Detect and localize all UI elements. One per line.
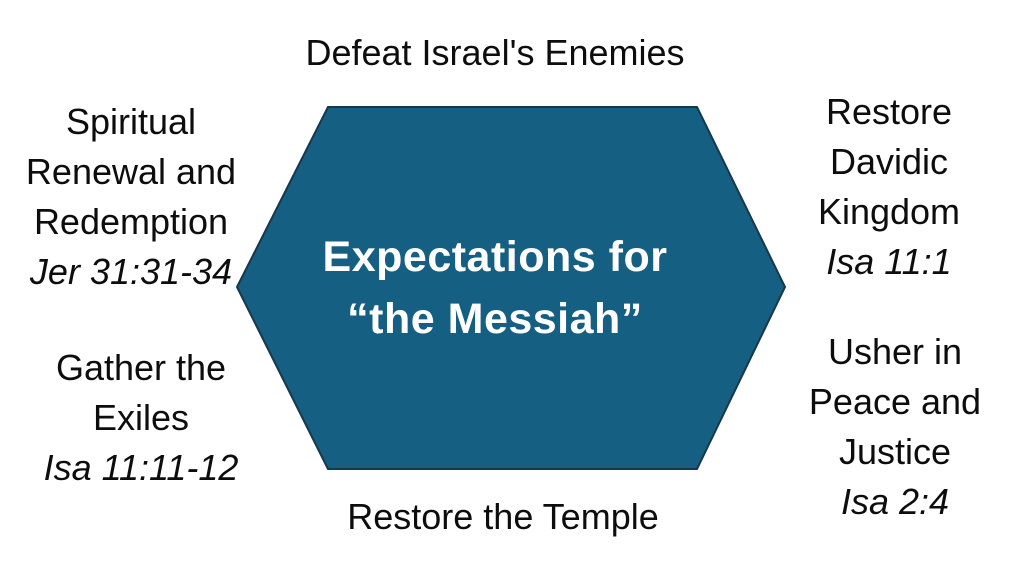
label-defeat-enemies: Defeat Israel's Enemies [240,28,750,78]
scripture-ref: Isa 11:11-12 [43,447,239,488]
label-line: Kingdom [817,191,961,232]
label-line: Restore the Temple [347,496,659,537]
label-restore-temple: Restore the Temple [248,492,758,542]
scripture-ref: Isa 2:4 [840,481,950,522]
scripture-ref: Isa 11:1 [826,241,952,282]
scripture-ref: Jer 31:31-34 [29,251,233,292]
label-line: Peace and [808,381,982,422]
label-peace-justice: Usher in Peace and Justice Isa 2:4 [773,327,1017,527]
label-gather-exiles: Gather the Exiles Isa 11:11-12 [0,343,282,493]
label-line: Justice [838,431,952,472]
hexagon-title-line-2: “the Messiah” [347,295,643,343]
label-line: Restore [825,91,953,132]
label-line: Exiles [92,397,190,438]
label-line: Gather the [55,347,227,388]
label-restore-kingdom: Restore Davidic Kingdom Isa 11:1 [768,87,1010,287]
hexagon-polygon [235,106,787,470]
hexagon-title: Expectations for “the Messiah” [245,226,745,350]
hexagon-title-line-1: Expectations for [322,233,668,281]
label-line: Renewal and [25,151,237,192]
label-line: Redemption [33,201,229,242]
label-line: Usher in [827,331,963,372]
label-line: Defeat Israel's Enemies [305,32,685,73]
label-spiritual-renewal: Spiritual Renewal and Redemption Jer 31:… [0,97,262,297]
label-line: Spiritual [65,101,197,142]
label-line: Davidic [829,141,949,182]
